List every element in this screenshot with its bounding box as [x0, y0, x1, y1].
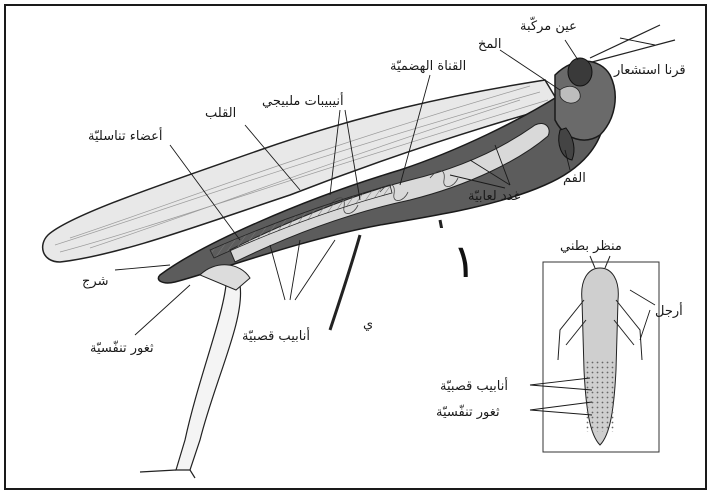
- label-mouth: الفم: [563, 172, 586, 185]
- compound-eye: [568, 58, 592, 86]
- label-salivary-glands: غدد لعابيّة: [468, 190, 520, 203]
- label-inset-spiracles: ثغور تنفّسيّة: [436, 406, 500, 419]
- middle-leg: [330, 235, 360, 330]
- label-brain: المخ: [478, 38, 501, 51]
- hind-leg: [176, 285, 241, 470]
- label-heart: القلب: [205, 107, 236, 120]
- label-digestive-tract: القناة الهضميّة: [390, 60, 466, 73]
- label-anus: شرج: [82, 275, 108, 288]
- inset-tracheae-pattern: [586, 360, 614, 432]
- label-malpighian-tubules: أنيبيبات ملبيجي: [262, 95, 344, 108]
- label-tracheae: أنابيب قصبيّة: [242, 330, 310, 343]
- brain: [560, 86, 580, 103]
- label-inset-tracheae: أنابيب قصبيّة: [440, 380, 508, 393]
- label-antennae: قرنا استشعار: [614, 64, 686, 77]
- label-reproductive-organs: أعضاء تناسليّة: [88, 130, 162, 143]
- label-ventral-view: منظر بطني: [560, 240, 622, 253]
- label-compound-eye: عين مركّبة: [520, 20, 577, 33]
- figure-number: ١: [452, 234, 477, 288]
- hind-foot: [140, 470, 195, 478]
- figure-number-box: ١: [372, 228, 522, 346]
- antennae: [590, 25, 675, 62]
- label-spiracles: ثغور تنفّسيّة: [90, 342, 154, 355]
- label-legs: أرجل: [655, 305, 683, 318]
